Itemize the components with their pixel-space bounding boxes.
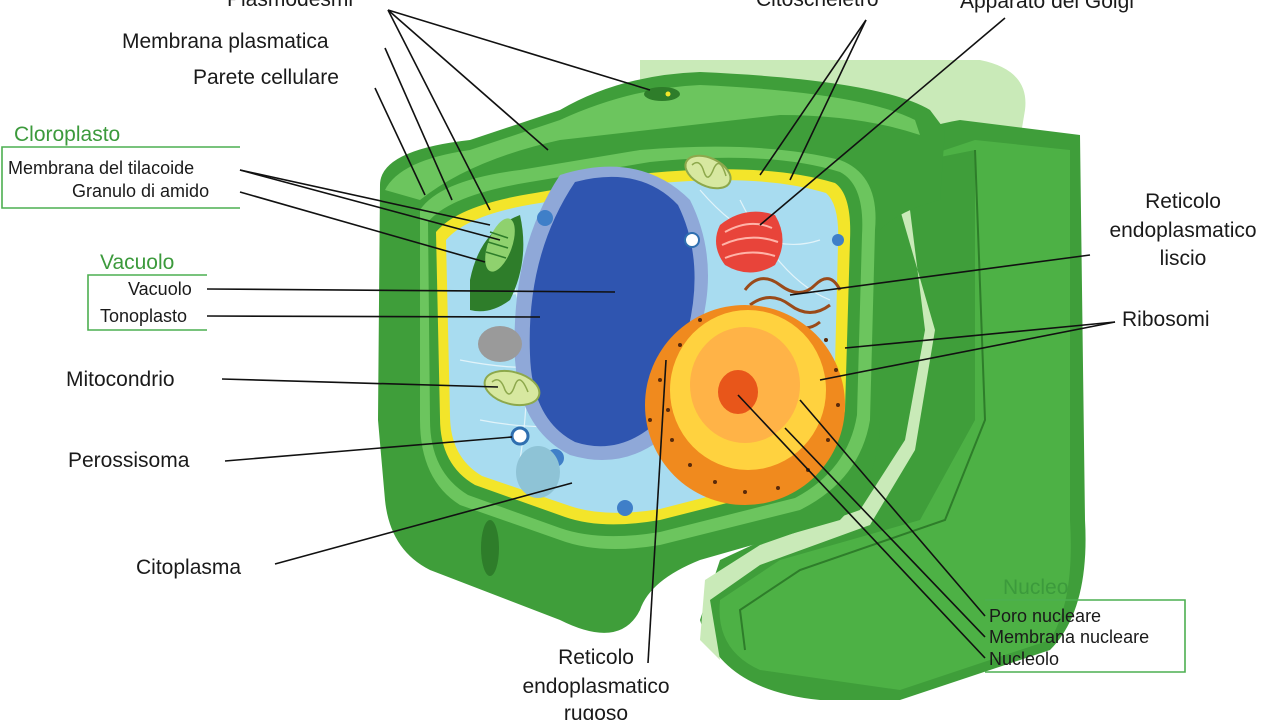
vacuole-small xyxy=(516,446,560,498)
vesicle xyxy=(832,234,844,246)
label-apparato-golgi: Apparato del Golgi xyxy=(960,0,1134,13)
label-citoplasma: Citoplasma xyxy=(136,556,241,579)
label-poro-nucleare: Poro nucleare xyxy=(989,606,1101,626)
vesicle xyxy=(617,500,633,516)
adjacent-cell-face xyxy=(719,140,1071,690)
plasmodesma-pore xyxy=(665,91,671,97)
adjacent-cell-inner-wall xyxy=(738,149,987,651)
label-citoscheletro: Citoscheletro xyxy=(756,0,879,11)
label-mitocondrio: Mitocondrio xyxy=(66,368,175,391)
label-rel-1: Reticolo xyxy=(1145,190,1221,213)
label-parete-cellulare: Parete cellulare xyxy=(193,66,339,89)
peroxisome xyxy=(510,426,530,446)
group-title-vacuolo: Vacuolo xyxy=(100,251,174,274)
label-plasmodesmi: Plasmodesmi xyxy=(227,0,353,11)
group-title-cloroplasto: Cloroplasto xyxy=(14,123,120,146)
leader-lines xyxy=(206,9,1116,664)
label-ribosomi: Ribosomi xyxy=(1122,308,1210,331)
label-membrana-plasmatica: Membrana plasmatica xyxy=(122,30,329,53)
label-membrana-nucleare: Membrana nucleare xyxy=(989,627,1149,647)
label-rel-2: endoplasmatico xyxy=(1109,219,1256,242)
label-rer-2: endoplasmatico xyxy=(522,675,669,698)
label-membrana-tilacoide: Membrana del tilacoide xyxy=(8,158,194,178)
grey-granule xyxy=(478,326,522,362)
group-box-cloroplasto xyxy=(1,146,240,209)
mitochondrion-2 xyxy=(684,154,732,190)
group-box-vacuolo xyxy=(87,274,207,331)
label-tonoplasto: Tonoplasto xyxy=(100,306,187,326)
vesicle xyxy=(537,210,553,226)
vesicle xyxy=(684,232,700,248)
label-rer-3: rugoso xyxy=(564,702,628,720)
plant-cell xyxy=(378,60,1086,700)
cell-wall-top xyxy=(385,85,920,200)
golgi-apparatus xyxy=(716,211,783,273)
nucleolus xyxy=(718,370,758,414)
plasmodesma xyxy=(644,87,680,101)
chloroplast xyxy=(470,215,524,312)
label-perossisoma: Perossisoma xyxy=(68,449,190,472)
label-vacuolo: Vacuolo xyxy=(128,279,192,299)
label-granulo-amido: Granulo di amido xyxy=(72,181,209,201)
label-nucleolo: Nucleolo xyxy=(989,649,1059,669)
nucleus xyxy=(645,305,845,505)
plasmodesma-front xyxy=(481,520,499,576)
label-rer-1: Reticolo xyxy=(558,646,634,669)
label-rel-3: liscio xyxy=(1160,247,1207,270)
mitochondrion xyxy=(483,369,541,407)
group-box-nucleo xyxy=(985,599,1186,673)
ribosome-dots xyxy=(648,318,840,494)
labels: Plasmodesmi Membrana plasmatica Parete c… xyxy=(8,0,1257,720)
group-title-nucleo: Nucleo xyxy=(1003,576,1068,599)
